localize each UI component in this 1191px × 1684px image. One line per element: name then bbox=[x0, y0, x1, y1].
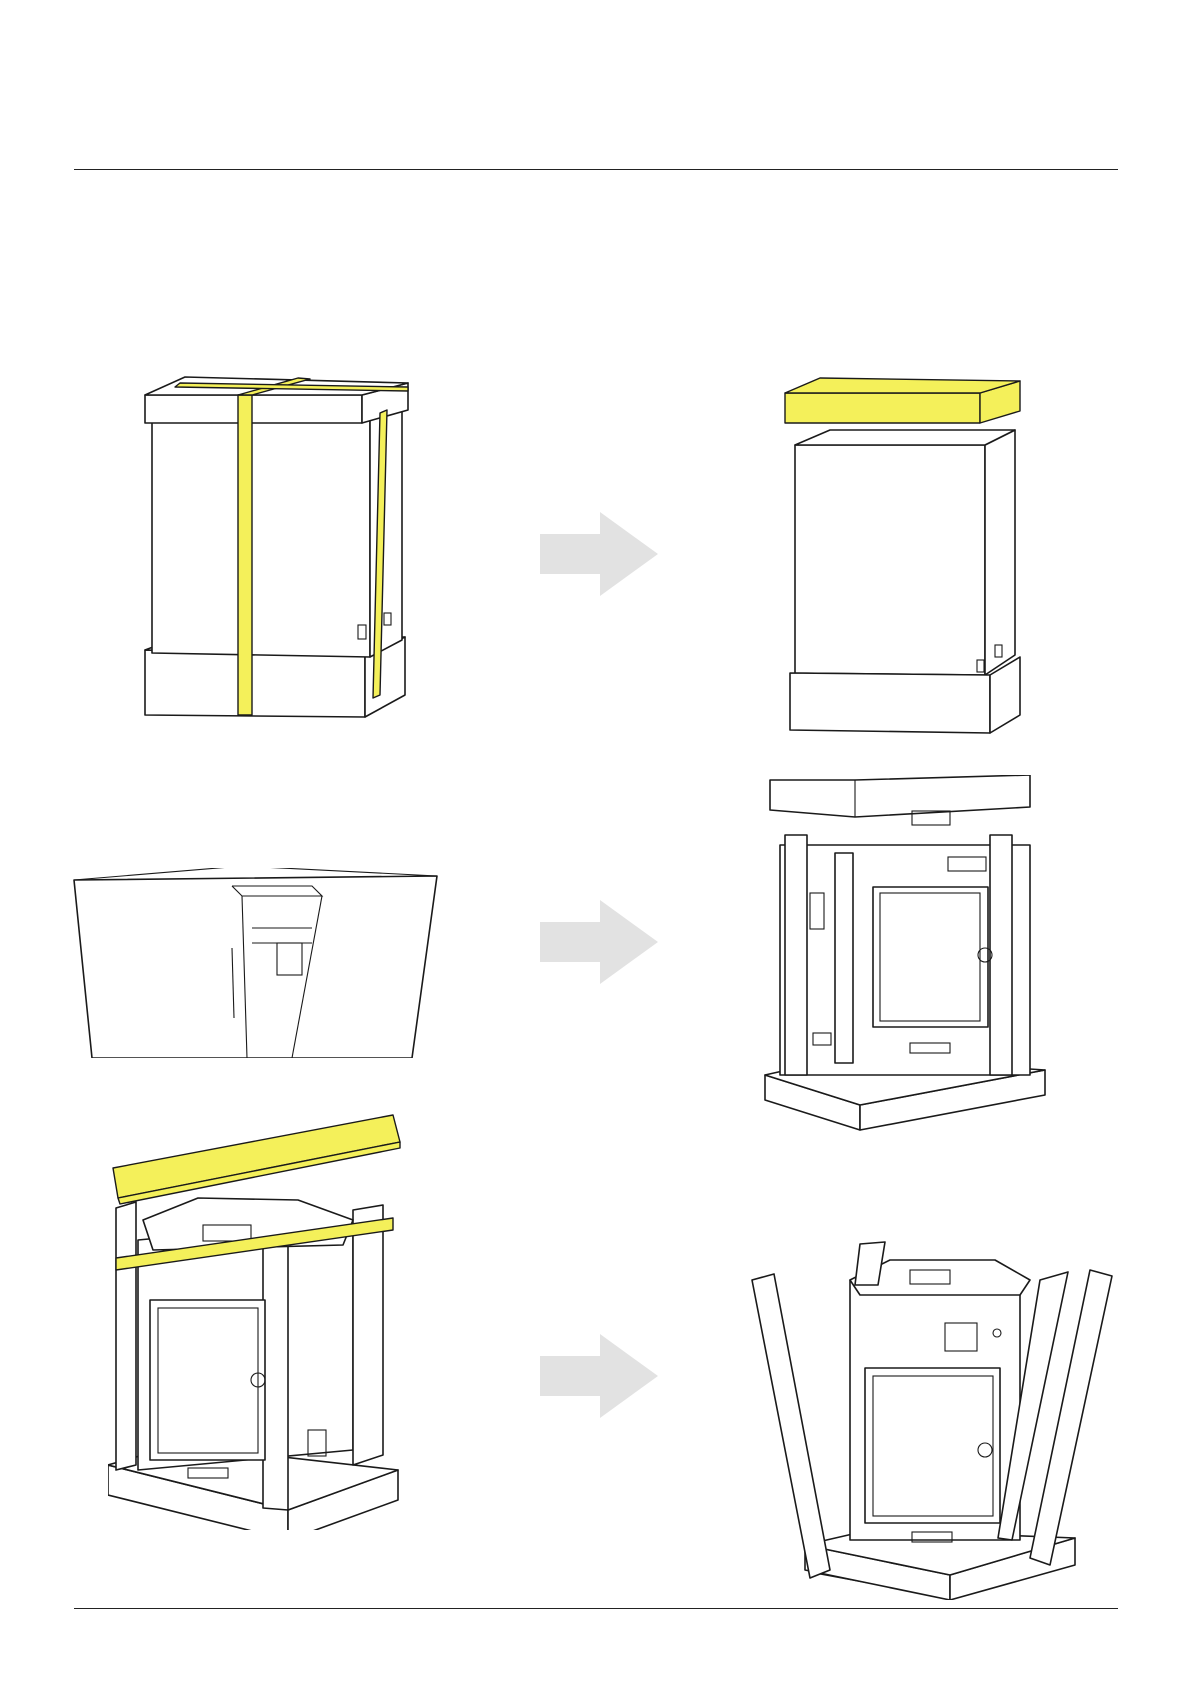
arrow-right-icon bbox=[540, 900, 660, 984]
arrow-right-icon bbox=[540, 512, 660, 596]
step-2-lid-removed-illustration bbox=[780, 375, 1040, 735]
tape-strap-front bbox=[238, 395, 252, 715]
step-4-printer-in-foam-frame-illustration bbox=[760, 775, 1050, 1135]
box-lid bbox=[785, 393, 980, 423]
step-1-taped-box-illustration bbox=[140, 375, 420, 735]
header-rule bbox=[74, 169, 1118, 170]
step-5-foam-top-removed-illustration bbox=[108, 1110, 408, 1530]
footer-rule bbox=[74, 1608, 1118, 1609]
arrow-right-icon bbox=[540, 1334, 660, 1418]
step-6-foam-posts-removed-illustration bbox=[750, 1240, 1130, 1600]
foam-post-left bbox=[752, 1274, 830, 1578]
step-3-sleeve-lifted-illustration bbox=[72, 868, 442, 1058]
